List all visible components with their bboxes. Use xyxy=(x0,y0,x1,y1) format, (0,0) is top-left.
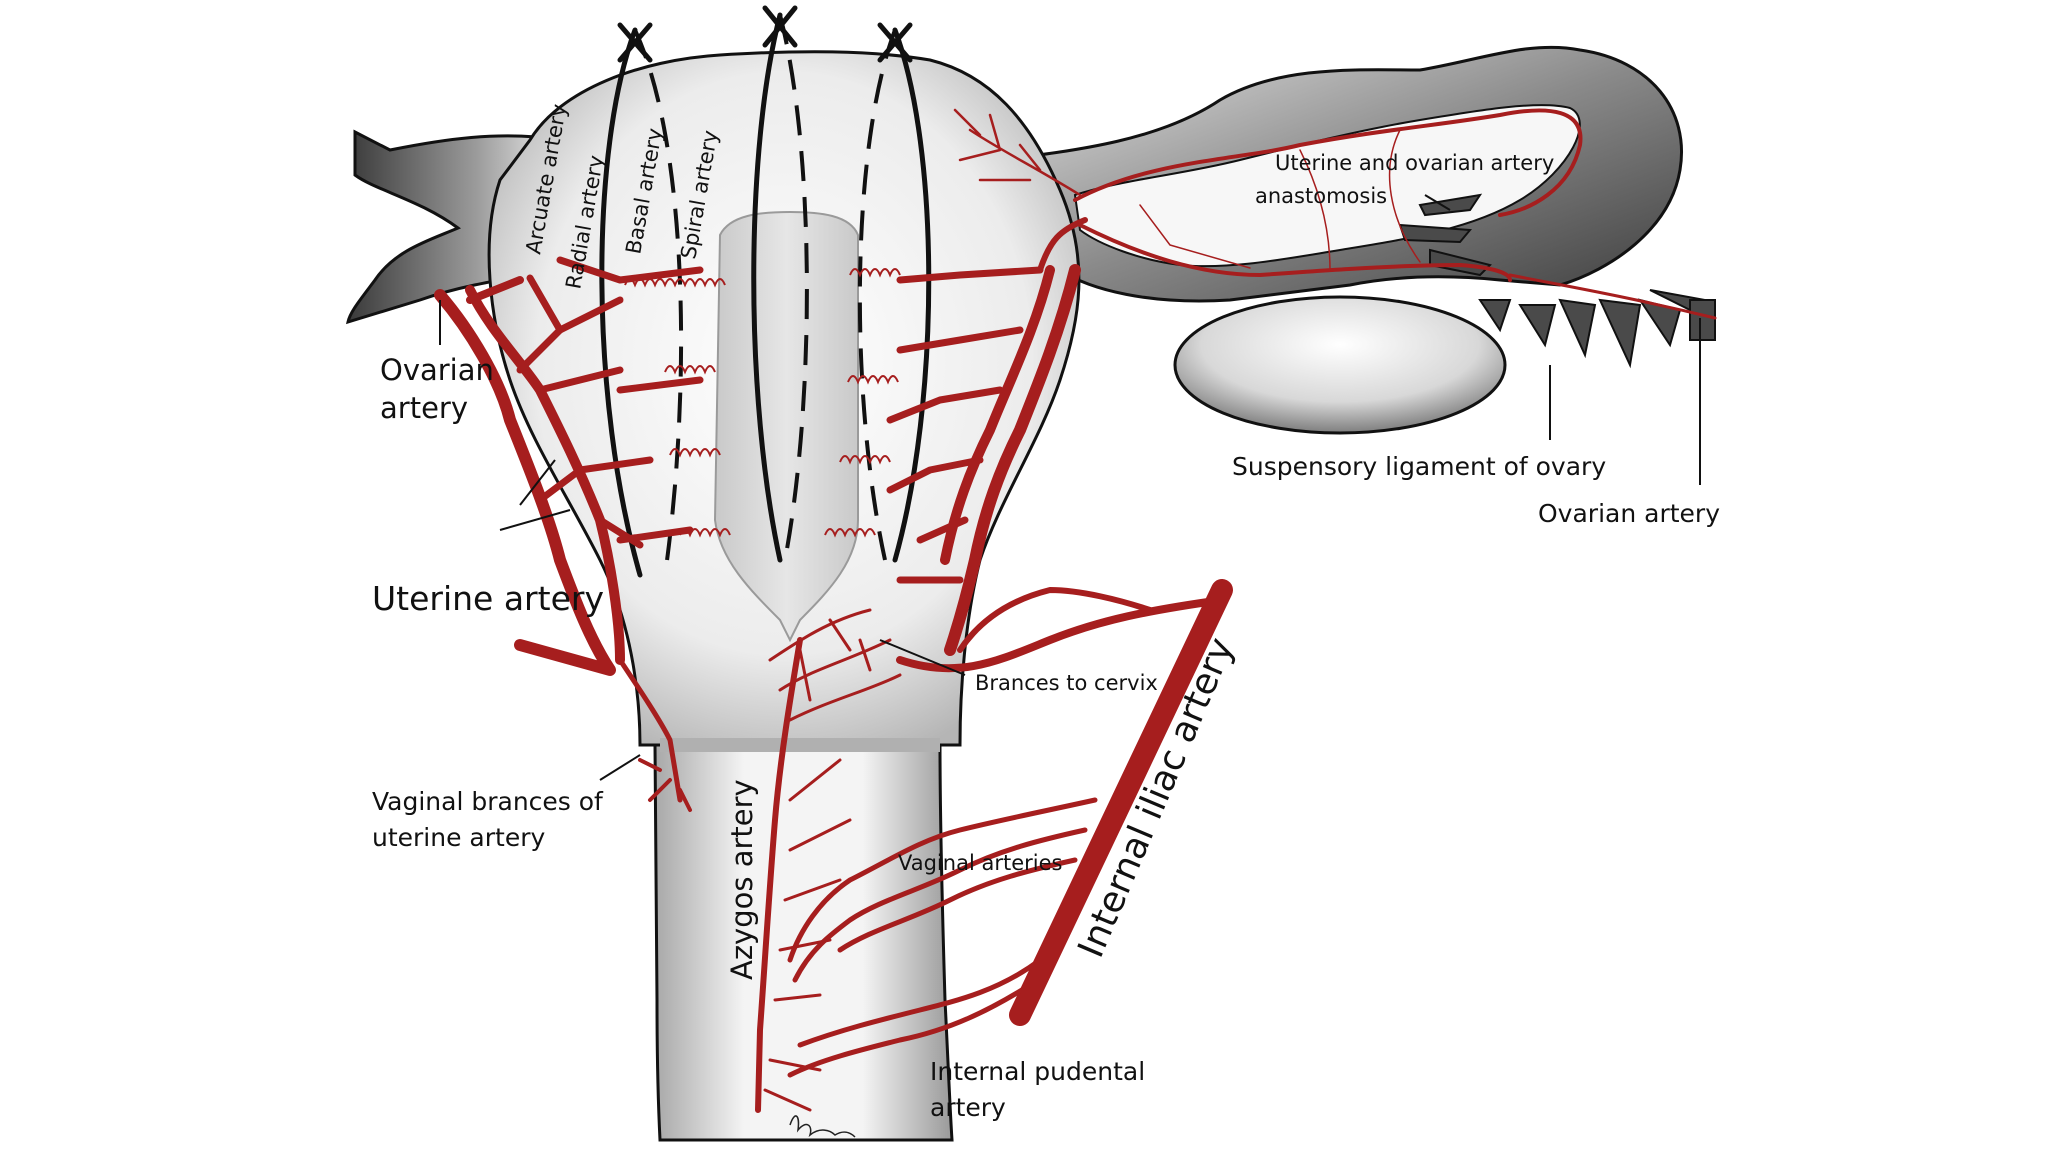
ovarian-ligament-right xyxy=(1689,299,1716,341)
left-uterine-artery xyxy=(434,256,704,812)
cervical-branches xyxy=(768,608,902,722)
label-ovarian-artery-left-2: artery xyxy=(380,391,468,425)
label-internal-pudental-1: Internal pudental xyxy=(930,1057,1145,1086)
label-uterine-artery: Uterine artery xyxy=(372,579,604,618)
right-tube-lumen xyxy=(1073,104,1581,268)
label-azygos-artery: Azygos artery xyxy=(725,779,759,980)
label-internal-pudental-2: artery xyxy=(930,1093,1006,1122)
label-anastomosis-1: Uterine and ovarian artery xyxy=(1275,151,1554,175)
label-ovarian-artery-right: Ovarian artery xyxy=(1538,499,1720,528)
right-ovary xyxy=(1173,295,1507,435)
label-vaginal-branches-1: Vaginal brances of xyxy=(372,787,604,816)
ovarian-anastomosis xyxy=(1073,108,1717,320)
right-uterine-artery xyxy=(886,217,1226,673)
vagina xyxy=(653,743,954,1142)
label-vaginal-branches-2: uterine artery xyxy=(372,823,545,852)
label-vaginal-arteries: Vaginal arteries xyxy=(898,851,1062,875)
label-suspensory-ligament: Suspensory ligament of ovary xyxy=(1232,452,1606,481)
fimbriae xyxy=(1398,193,1707,369)
spiral-arteries xyxy=(624,268,901,538)
label-ovarian-artery-left-1: Ovarian xyxy=(380,353,494,387)
cervical-ring xyxy=(660,738,940,752)
vaginal-vessels xyxy=(755,637,1098,1113)
uterine-cavity xyxy=(713,210,859,643)
label-anastomosis-2: anastomosis xyxy=(1255,184,1387,208)
artist-signature xyxy=(789,1115,856,1138)
label-brances-to-cervix: Brances to cervix xyxy=(975,671,1158,695)
internal-iliac-artery-vessel xyxy=(1009,579,1233,1026)
leader-lines xyxy=(439,194,1701,781)
fundal-arterioles xyxy=(953,108,1082,197)
